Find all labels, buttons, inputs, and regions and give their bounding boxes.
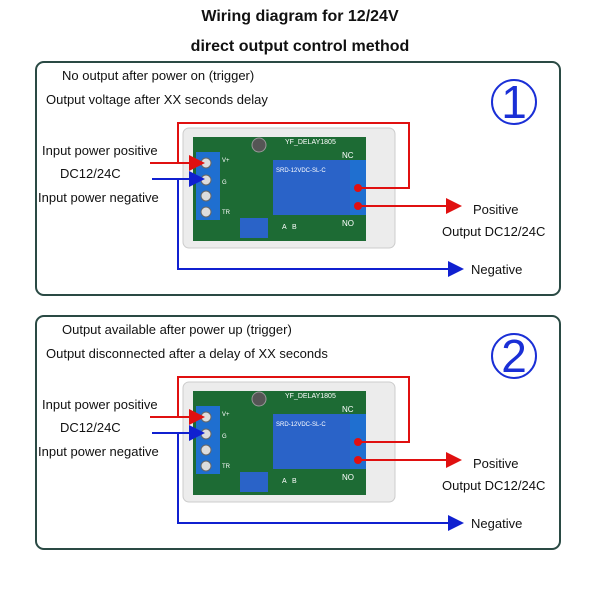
vplus-label: V+ xyxy=(222,412,230,418)
output-negative-label: Negative xyxy=(471,516,522,531)
relay xyxy=(273,160,350,215)
potentiometer xyxy=(240,218,268,238)
output-voltage-label: Output DC12/24C xyxy=(442,478,545,493)
panel-line2: Output voltage after XX seconds delay xyxy=(46,92,268,107)
board-model-label: YF_DELAY1805 xyxy=(285,393,336,400)
step-number-circle xyxy=(491,79,537,125)
relay-label: SRD-12VDC-SL-C xyxy=(276,168,326,174)
panel-line1: Output available after power up (trigger… xyxy=(62,322,292,337)
output-positive-label: Positive xyxy=(473,456,519,471)
no-label: NO xyxy=(342,473,354,482)
a-label: A xyxy=(282,478,287,485)
output-positive-label: Positive xyxy=(473,202,519,217)
input-positive-label: Input power positive xyxy=(42,143,158,158)
potentiometer xyxy=(240,472,268,492)
panel-line2: Output disconnected after a delay of XX … xyxy=(46,346,328,361)
input-voltage-label: DC12/24C xyxy=(60,420,121,435)
input-voltage-label: DC12/24C xyxy=(60,166,121,181)
panel-line1: No output after power on (trigger) xyxy=(62,68,254,83)
nc-label: NC xyxy=(342,405,354,414)
step-number: 1 xyxy=(501,76,527,128)
tr-label: TR xyxy=(222,210,231,216)
a-label: A xyxy=(282,224,287,231)
tr-label: TR xyxy=(222,464,231,470)
relay xyxy=(273,414,350,469)
input-negative-label: Input power negative xyxy=(38,444,159,459)
relay-label: SRD-12VDC-SL-C xyxy=(276,422,326,428)
diagram-title-line1: Wiring diagram for 12/24V xyxy=(201,8,399,25)
panel-1: No output after power on (trigger) Output… xyxy=(35,61,561,296)
input-negative-label: Input power negative xyxy=(38,190,159,205)
vplus-label: V+ xyxy=(222,158,230,164)
output-voltage-label: Output DC12/24C xyxy=(442,224,545,239)
step-number: 2 xyxy=(501,330,527,382)
g-label: G xyxy=(222,180,227,186)
panel-2: Output available after power up (trigger… xyxy=(35,315,561,550)
output-negative-label: Negative xyxy=(471,262,522,277)
board-model-label: YF_DELAY1805 xyxy=(285,139,336,146)
input-positive-label: Input power positive xyxy=(42,397,158,412)
nc-label: NC xyxy=(342,151,354,160)
g-label: G xyxy=(222,434,227,440)
step-number-circle xyxy=(491,333,537,379)
b-label: B xyxy=(292,224,297,231)
diagram-title-line2: direct output control method xyxy=(190,38,410,55)
no-label: NO xyxy=(342,219,354,228)
b-label: B xyxy=(292,478,297,485)
